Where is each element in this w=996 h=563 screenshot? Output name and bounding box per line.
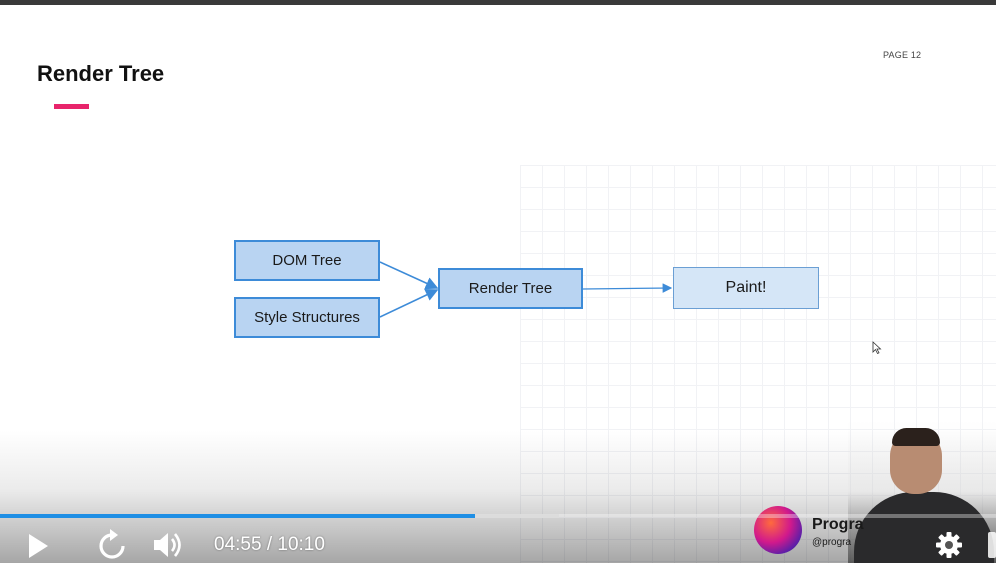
- volume-icon: [154, 533, 181, 557]
- play-icon: [29, 534, 48, 558]
- presenter-webcam: [848, 420, 996, 563]
- page-number: PAGE 12: [883, 50, 922, 60]
- node-paint: Paint!: [673, 267, 819, 309]
- node-render-tree: Render Tree: [438, 268, 583, 309]
- arrow-dom-to-render: [379, 261, 439, 290]
- slide: Render Tree PAGE 12 DOM Tree Style Struc…: [0, 5, 996, 563]
- gear-icon: [936, 532, 962, 558]
- play-button[interactable]: [22, 530, 54, 562]
- fullscreen-edge-icon[interactable]: [988, 532, 996, 558]
- channel-logo-icon: [754, 506, 802, 554]
- title-accent-bar: [54, 104, 89, 109]
- progress-played: [0, 514, 476, 518]
- slide-title: Render Tree: [37, 61, 165, 86]
- channel-handle: @progra: [812, 537, 852, 548]
- presenter-hair: [892, 428, 940, 446]
- arrow-style-to-render: [379, 289, 439, 318]
- channel-name: Progra: [812, 516, 864, 533]
- presenter-body: [854, 492, 994, 563]
- replay-icon: [99, 529, 125, 559]
- top-edge-bar: [0, 0, 996, 5]
- settings-button[interactable]: [934, 530, 964, 560]
- channel-brand: Progra @progra: [754, 506, 864, 563]
- replay-button[interactable]: [95, 528, 129, 562]
- progress-bar[interactable]: [0, 514, 996, 518]
- volume-button[interactable]: [150, 528, 186, 562]
- node-dom-tree: DOM Tree: [234, 240, 380, 281]
- node-style-structures: Style Structures: [234, 297, 380, 338]
- mouse-cursor-icon: [872, 341, 882, 355]
- time-display: 04:55 / 10:10: [214, 534, 325, 555]
